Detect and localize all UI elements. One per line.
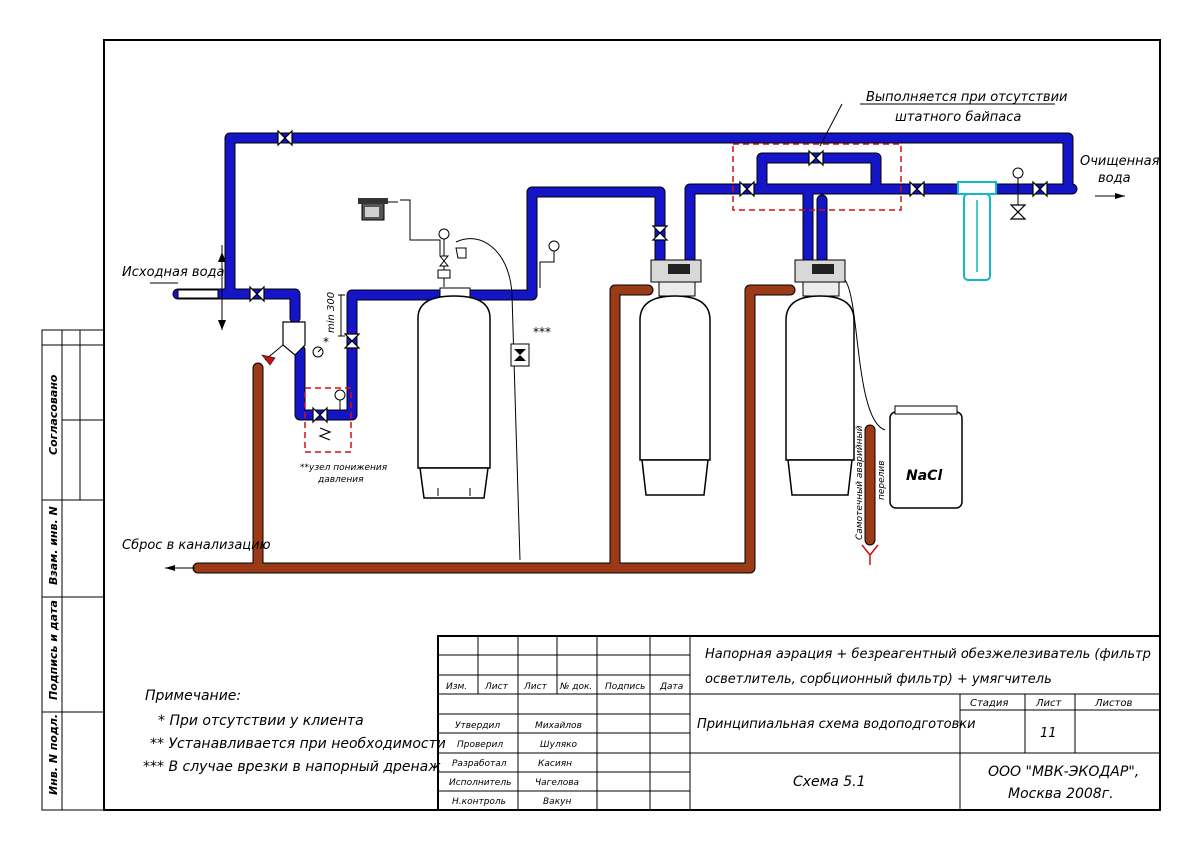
treated-water-label: Очищенная [1080,154,1160,169]
clean-water-pipes [172,132,1078,421]
valve-icon [1032,180,1048,198]
sheet-number: 11 [1040,726,1057,741]
stamp-inv-original: Инв. N подл. [47,714,60,795]
title-block [437,635,1161,811]
iron-removal-filter [639,259,711,496]
drain-label: Сброс в канализацию [122,538,271,553]
side-stamp-panel: Согласовано Взам. инв. N Подпись и дата … [41,329,105,811]
drain-pipes [192,284,876,574]
role-name: Касиян [538,759,572,769]
title-header-col: № док. [559,682,592,692]
star-marker: * [323,335,329,349]
stage-label: Стадия [970,698,1008,709]
pressure-reducer-label: **узел понижения [300,463,388,473]
scheme-number: Схема 5.1 [793,774,866,790]
pressure-gauge-icon [334,389,346,410]
note-item: ** Устанавливается при необходимости [150,736,446,752]
sheet-label: Лист [1035,698,1063,709]
title-header-col: Лист [484,682,509,692]
pressure-gauge-icon [539,240,560,288]
pressure-gauge-icon [438,228,450,240]
valve-icon [249,285,265,303]
outlet-arrow-icon [1095,193,1125,199]
project-title: Напорная аэрация + безреагентный обезжел… [705,647,1151,662]
brine-tank: NaCl [889,405,963,509]
role-name: Шуляко [540,740,578,750]
sample-tap-icon [218,245,226,330]
bypass-frame [732,143,902,211]
stamp-inv-replace: Взам. инв. N [47,506,60,585]
valve-icon [1009,204,1027,220]
role-label: Исполнитель [449,778,511,788]
stamp-signature-date: Подпись и дата [47,600,60,700]
stamp-agreed: Согласовано [47,374,60,455]
pressure-gauge-icon [1012,167,1024,205]
role-name: Вакун [543,797,571,807]
compressor-icon [358,198,441,255]
drawing-title: Принципиальная схема водоподготовки [697,717,976,732]
role-label: Проверил [457,740,503,750]
company-name: ООО "МВК-ЭКОДАР", [988,764,1139,780]
aerator-injector-icon [437,238,521,561]
reducer-spring-icon [318,427,332,441]
valve-icon [739,180,755,198]
bypass-note: Выполняется при отсутствии [866,90,1068,105]
valve-icon [909,180,925,198]
valve-icon [277,129,293,147]
title-header-col: Лист [523,682,548,692]
overflow-drain-icon [861,544,879,565]
pressure-reducer-label-2: давления [317,475,364,485]
valve-icon [651,225,669,241]
drain-arrow-icon [165,565,195,571]
min-height-label: min 300 [326,292,337,333]
role-name: Михайлов [535,721,582,731]
brine-tank-label: NaCl [906,468,942,484]
overflow-label-2: перелив [877,460,887,500]
overflow-label: Самотечный аварийный [855,425,865,540]
mesh-filter-icon [261,321,306,366]
role-label: Утвердил [455,721,500,731]
valve-icon [312,406,328,424]
water-softener [785,259,886,496]
bypass-note-2: штатного байпаса [895,110,1021,125]
drain-marker: *** [533,325,551,339]
valve-icon [808,149,824,167]
note-item: *** В случае врезки в напорный дренаж [143,759,441,775]
pressure-gauge-icon [312,346,324,358]
notes-title: Примечание: [145,688,241,704]
treated-water-label-2: вода [1098,171,1131,186]
pressure-reducer-frame [304,387,352,453]
company-city: Москва 2008г. [1008,786,1114,802]
aeration-tank [417,287,491,499]
drain-connection-icon [510,343,530,367]
valve-icon [343,333,361,349]
title-header-col: Дата [659,682,683,692]
title-header-col: Подпись [605,682,645,692]
note-item: * При отсутствии у клиента [158,713,364,729]
project-title-2: осветлитель, сорбционный фильтр) + умягч… [705,672,1052,687]
sheets-label: Листов [1094,698,1132,709]
role-label: Н.контроль [452,797,506,807]
cartridge-filter [957,181,997,281]
dimension-marker [338,294,345,337]
role-label: Разработал [452,759,507,769]
source-water-label: Исходная вода [122,265,225,280]
role-name: Чагелова [535,778,579,788]
title-header-col: Изм. [446,682,467,692]
